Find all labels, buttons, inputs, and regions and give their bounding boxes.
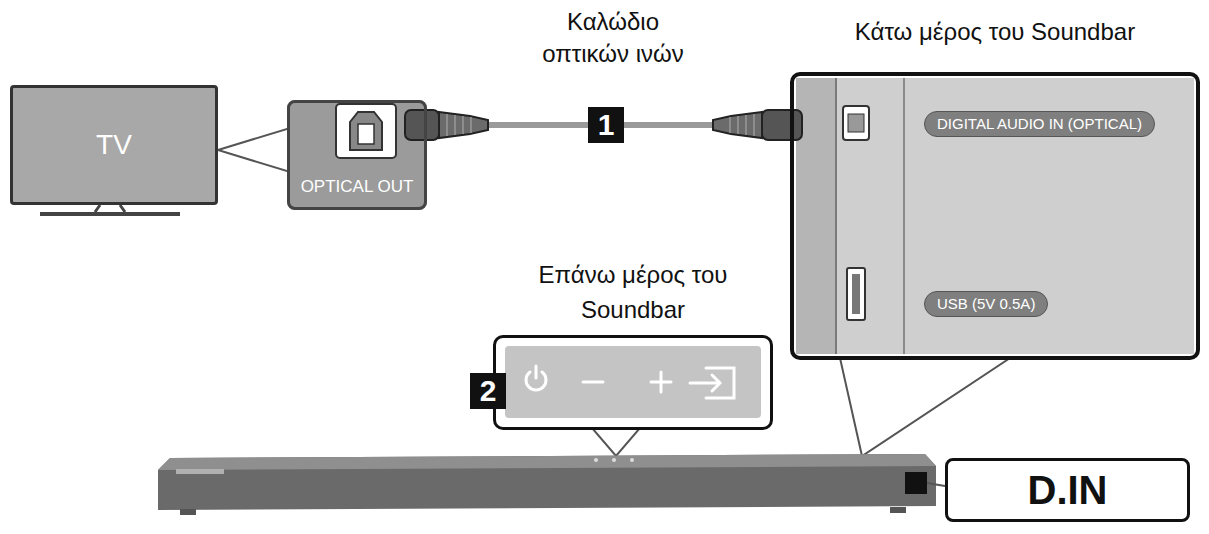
optical-plug	[713, 110, 802, 140]
port-callout: OPTICAL OUT	[287, 100, 427, 210]
node-text: OPTICAL OUT	[301, 177, 414, 197]
text-holder: OPTICAL OUT	[290, 103, 424, 207]
node-text: USB (5V 0.5A)	[937, 295, 1035, 312]
cable-label: Καλώδιο οπτικών ινών	[528, 6, 698, 71]
display-callout: D.IN	[945, 458, 1190, 522]
text-holder: DIGITAL AUDIO IN (OPTICAL)	[925, 112, 1154, 136]
port-label: USB (5V 0.5A)	[924, 291, 1048, 317]
text-holder: D.IN	[948, 461, 1187, 519]
callout-wedge	[592, 428, 640, 456]
soundbar	[158, 454, 945, 515]
soundbar-bottom-view	[796, 78, 1194, 354]
port-label: DIGITAL AUDIO IN (OPTICAL)	[924, 111, 1155, 137]
bottom-view-callout: Κάτω μέρος του SoundbarDIGITAL AUDIO IN …	[790, 72, 1200, 360]
callout-number: 2	[470, 373, 506, 409]
callout-wedge	[840, 358, 1010, 456]
optical-plug	[405, 110, 488, 140]
view-heading: Επάνω μέρος του Soundbar	[518, 258, 748, 328]
heading-holder: Κάτω μέρος του Soundbar	[754, 18, 1209, 46]
top-view-callout: Επάνω μέρος του Soundbar	[493, 335, 773, 430]
view-heading: Κάτω μέρος του Soundbar	[855, 18, 1135, 46]
node-text: D.IN	[1028, 467, 1108, 513]
text-holder: USB (5V 0.5A)	[925, 292, 1047, 316]
heading-holder: Επάνω μέρος του Soundbar	[456, 258, 810, 328]
callout-number: 1	[588, 107, 624, 143]
tv-stand	[40, 205, 180, 214]
soundbar-top-buttons	[505, 346, 761, 418]
node-text: DIGITAL AUDIO IN (OPTICAL)	[937, 115, 1142, 132]
callout-wedge	[218, 128, 290, 172]
node-text: TV	[96, 129, 132, 161]
tv-screen: TV	[10, 85, 218, 205]
optical-port-icon	[336, 104, 396, 158]
text-holder: TV	[13, 88, 215, 202]
